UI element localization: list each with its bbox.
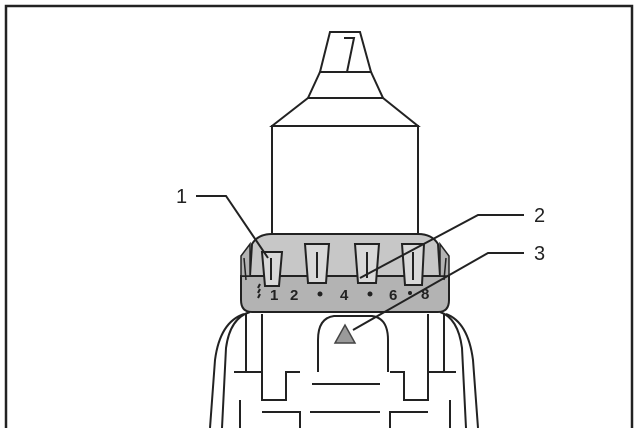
dial-mark-1: 1 (270, 287, 278, 304)
drill-body (209, 311, 479, 428)
callout-1: 1 (176, 186, 187, 208)
ring-ridges (260, 243, 426, 287)
chuck-sleeve (271, 125, 419, 235)
dial-mark-6: 6 (389, 287, 397, 304)
indicator-triangle-icon (333, 323, 357, 344)
drill-bit-icon (257, 283, 261, 299)
dial-mark-4: 4 (340, 287, 349, 304)
dial-mark-2: 2 (290, 287, 298, 304)
torque-ring (240, 233, 450, 313)
callout-2: 2 (534, 205, 545, 227)
chuck-tip (318, 31, 373, 73)
leader-2 (359, 214, 524, 279)
dial-dot (408, 291, 412, 295)
dial-markings: 1 2 4 6 8 (257, 283, 429, 304)
leader-3 (352, 252, 524, 331)
callout-3: 3 (534, 243, 545, 265)
dial-mark-8: 8 (421, 286, 429, 303)
dial-dot (367, 291, 373, 297)
frame-border (4, 4, 634, 428)
callout-leaders (196, 195, 524, 331)
dial-dot (317, 291, 323, 297)
leader-1 (196, 195, 269, 259)
chuck-shoulder (269, 71, 421, 127)
